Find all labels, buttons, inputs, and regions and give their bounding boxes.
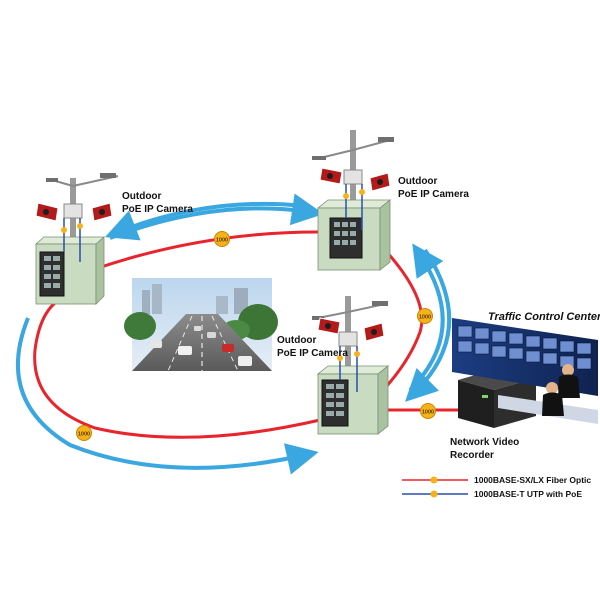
svg-text:1000: 1000 [422, 410, 434, 416]
label-traffic-control-center: Traffic Control Center [488, 311, 600, 323]
ip-camera-icon [35, 202, 59, 222]
ip-camera-icon [369, 172, 391, 192]
label-camera-top-right: Outdoor PoE IP Camera [398, 176, 469, 200]
traffic-control-center [452, 318, 598, 424]
ip-camera-icon [317, 317, 341, 335]
site-left [34, 173, 119, 305]
switch-icon [39, 251, 65, 297]
ip-camera-icon [319, 167, 343, 185]
legend-utp-label: 1000BASE-T UTP with PoE [474, 489, 583, 499]
link-badge: 1000 [76, 425, 92, 441]
arrow-bottom [15, 317, 319, 475]
label-camera-left: Outdoor PoE IP Camera [122, 191, 193, 215]
label-nvr: Network Video Recorder [450, 437, 520, 461]
site-top-right [312, 130, 394, 271]
label-camera-middle: Outdoor PoE IP Camera [277, 335, 348, 359]
fiber-link-middle-left [33, 296, 321, 439]
switch-icon [321, 379, 349, 427]
redundancy-arrows [15, 193, 452, 475]
ip-camera-icon [91, 202, 113, 222]
light-pole-icon [46, 173, 119, 248]
svg-text:1000: 1000 [216, 238, 228, 244]
badge-group: 1000 1000 1000 1000 [76, 231, 436, 441]
operator-person-icon [558, 364, 580, 398]
light-pole-icon [312, 130, 394, 205]
fiber-link-top-middle [383, 248, 424, 389]
svg-text:1000: 1000 [78, 432, 90, 438]
arrow-top-reverse [104, 201, 306, 241]
svg-text:1000: 1000 [419, 315, 431, 321]
site-middle [312, 296, 390, 435]
switch-icon [329, 217, 363, 259]
ip-camera-icon [363, 322, 385, 342]
legend [402, 476, 468, 498]
arrow-right-down [405, 248, 452, 402]
link-badge: 1000 [420, 403, 436, 419]
operator-person-icon [542, 382, 564, 416]
light-pole-icon [312, 296, 388, 371]
legend-fiber-label: 1000BASE-SX/LX Fiber Optic [474, 475, 592, 485]
fiber-link-left-top [97, 230, 319, 270]
highway-photo [124, 278, 278, 372]
fiber-ring [33, 230, 458, 439]
link-badge: 1000 [417, 308, 433, 324]
link-badge: 1000 [214, 231, 230, 247]
